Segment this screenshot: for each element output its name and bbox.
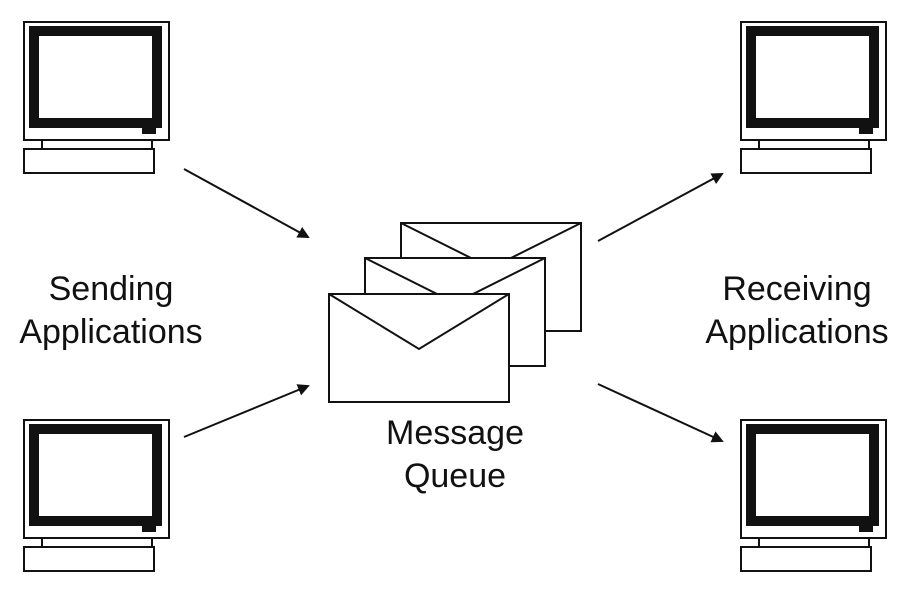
receiver-computer-top-icon <box>741 22 886 173</box>
arrow-sender-top-to-queue <box>183 168 310 238</box>
sender-computer-top-icon <box>24 22 169 173</box>
queue-envelope-front-icon <box>328 293 510 403</box>
arrow-sender-bottom-to-queue <box>183 384 310 438</box>
arrow-queue-to-receiver-top <box>597 173 724 242</box>
receiver-computer-bottom-icon <box>741 420 886 571</box>
arrow-queue-to-receiver-bottom <box>597 383 724 443</box>
receiving-label-line2: Applications <box>705 313 888 351</box>
queue-label-line1: Message <box>386 414 524 452</box>
message-queue-label: Message Queue <box>386 414 524 495</box>
sender-computer-bottom-icon <box>24 420 169 571</box>
sending-label-line1: Sending <box>49 270 174 308</box>
queue-label-line2: Queue <box>404 457 506 495</box>
receiving-label-line1: Receiving <box>722 270 871 308</box>
sending-applications-label: Sending Applications <box>19 270 202 351</box>
sending-label-line2: Applications <box>19 313 202 351</box>
receiving-applications-label: Receiving Applications <box>705 270 888 351</box>
